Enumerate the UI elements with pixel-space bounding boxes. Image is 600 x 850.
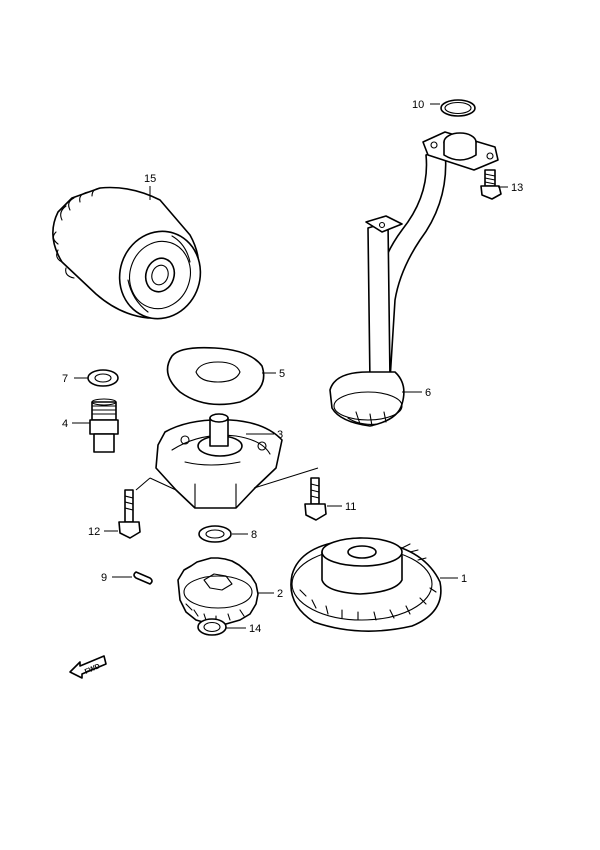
callout-6: 6 bbox=[425, 387, 431, 399]
oil-filter bbox=[52, 186, 202, 320]
fwd-arrow: FWD bbox=[69, 655, 107, 679]
driven-gear-1 bbox=[290, 537, 442, 632]
callout-7: 7 bbox=[62, 373, 68, 385]
pin-9 bbox=[133, 571, 153, 585]
callout-4: 4 bbox=[62, 418, 68, 430]
o-ring-10 bbox=[440, 99, 476, 117]
bolt-13 bbox=[480, 169, 502, 200]
callout-9: 9 bbox=[101, 572, 107, 584]
fitting-4 bbox=[89, 398, 119, 453]
leader-lines bbox=[72, 103, 508, 629]
callout-3: 3 bbox=[277, 429, 283, 441]
callout-11: 11 bbox=[345, 501, 356, 513]
callout-15: 15 bbox=[144, 173, 156, 185]
washer-7 bbox=[87, 369, 119, 387]
washer-8 bbox=[198, 525, 232, 543]
callout-1: 1 bbox=[461, 573, 467, 585]
oil-pump-body bbox=[155, 413, 283, 509]
gasket-5 bbox=[166, 346, 265, 406]
washer-14 bbox=[197, 618, 227, 636]
callout-8: 8 bbox=[251, 529, 257, 541]
callout-13: 13 bbox=[511, 182, 523, 194]
callout-10: 10 bbox=[412, 99, 424, 111]
callout-labels: 15 10 13 5 6 7 4 3 11 12 8 9 2 14 1 bbox=[62, 99, 523, 635]
callout-14: 14 bbox=[249, 623, 261, 635]
oil-strainer bbox=[329, 131, 499, 427]
callout-2: 2 bbox=[277, 588, 283, 600]
bolt-11 bbox=[304, 477, 327, 521]
callout-12: 12 bbox=[88, 526, 100, 538]
drive-gear-2 bbox=[177, 557, 259, 625]
bolt-12 bbox=[118, 489, 141, 539]
callout-5: 5 bbox=[279, 368, 285, 380]
